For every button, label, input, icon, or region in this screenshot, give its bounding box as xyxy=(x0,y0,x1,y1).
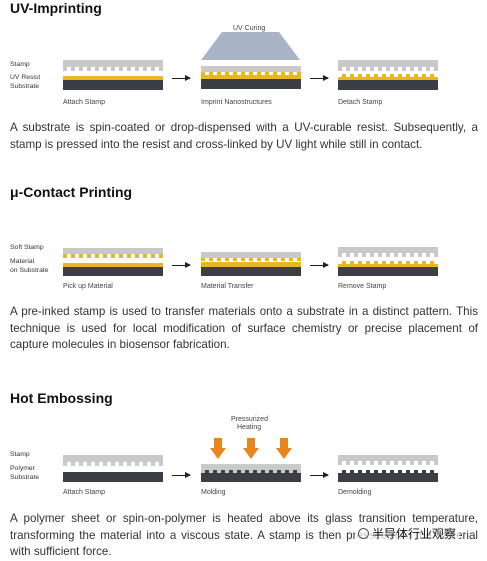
label-substrate: Substrate xyxy=(10,83,40,90)
label-soft-stamp: Soft Stamp xyxy=(10,244,44,251)
heat-arrow-icon xyxy=(276,438,292,459)
heat-arrow-icon xyxy=(210,438,226,459)
arrow-icon xyxy=(172,75,191,81)
heat-arrow-icon xyxy=(243,438,259,459)
watermark-text: 半导体行业观察 xyxy=(372,527,457,541)
arrow-icon xyxy=(310,75,329,81)
section-description: A substrate is spin-coated or drop-dispe… xyxy=(10,121,478,151)
section-title: Hot Embossing xyxy=(10,390,113,406)
pressurized-label: Pressurized xyxy=(231,416,268,423)
caption-step-3: Detach Stamp xyxy=(338,99,383,106)
uv-lamp-icon xyxy=(201,32,300,60)
caption-step-2: Imprint Nanostructures xyxy=(201,99,272,106)
caption-step-1: Attach Stamp xyxy=(63,489,106,496)
heating-label: Heating xyxy=(237,424,262,431)
section-description: A pre-inked stamp is used to transfer ma… xyxy=(10,305,478,351)
section-title: μ-Contact Printing xyxy=(10,184,133,200)
caption-step-1: Attach Stamp xyxy=(63,99,106,106)
label-uv-resist: UV Resist xyxy=(10,74,41,81)
uv-curing-label: UV Curing xyxy=(233,25,266,32)
arrow-icon xyxy=(172,472,191,478)
caption-step-2: Molding xyxy=(201,489,226,496)
arrow-icon xyxy=(310,472,329,478)
watermark-logo-icon xyxy=(358,528,369,539)
caption-step-1: Pick up Material xyxy=(63,283,113,290)
arrow-icon xyxy=(310,262,329,268)
watermark: 半导体行业观察 xyxy=(355,524,460,543)
caption-step-3: Demolding xyxy=(338,489,372,496)
label-material: Material xyxy=(10,258,35,265)
caption-step-3: Remove Stamp xyxy=(338,283,387,290)
arrow-icon xyxy=(172,262,191,268)
label-polymer: Polymer xyxy=(10,465,35,472)
label-stamp: Stamp xyxy=(10,61,30,68)
label-on-substrate: on Substrate xyxy=(10,267,49,274)
caption-step-2: Material Transfer xyxy=(201,283,254,290)
section-title: UV-Imprinting xyxy=(10,0,102,16)
label-substrate: Substrate xyxy=(10,474,40,481)
label-stamp: Stamp xyxy=(10,451,30,458)
